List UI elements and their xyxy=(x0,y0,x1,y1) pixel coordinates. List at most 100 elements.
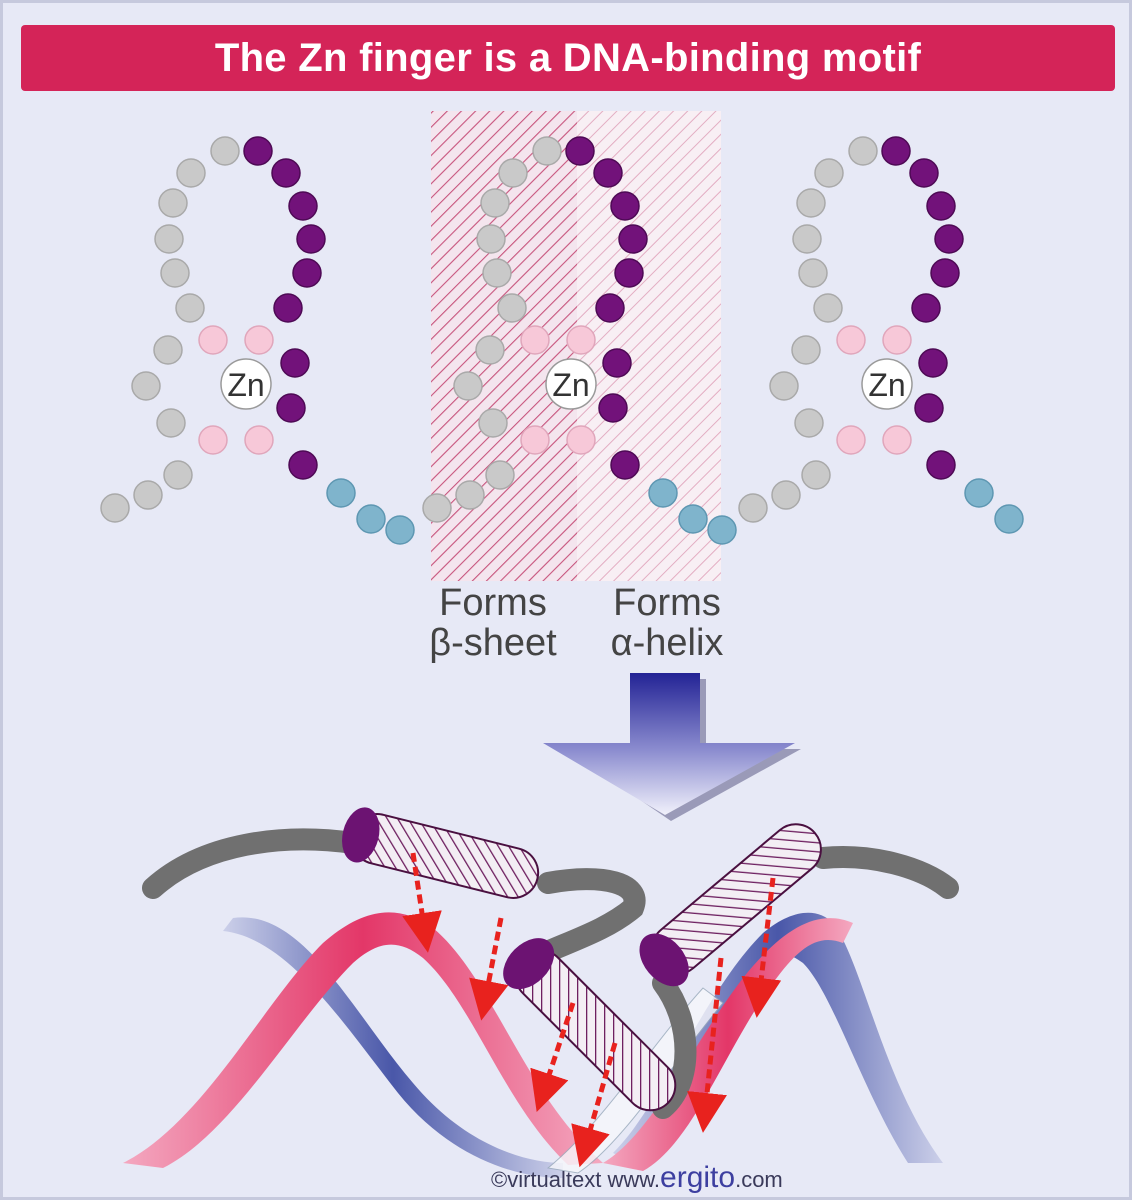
residue-2-2 xyxy=(455,480,485,510)
residue-3-8 xyxy=(798,258,828,288)
residue-3-22 xyxy=(964,478,994,508)
contact-arrow-4 xyxy=(571,1042,618,1168)
residue-2-19 xyxy=(602,348,632,378)
residue-1-23 xyxy=(356,504,386,534)
residue-2-15 xyxy=(610,191,640,221)
residue-2-4 xyxy=(478,408,508,438)
residue-3-12 xyxy=(848,136,878,166)
zn-label-1: Zn xyxy=(227,367,264,403)
zn-atom-2 xyxy=(545,358,597,410)
credit-suffix: .com xyxy=(735,1167,783,1192)
residue-2-13 xyxy=(565,136,595,166)
residue-3-21 xyxy=(926,450,956,480)
residue-2-12 xyxy=(532,136,562,166)
residue-1-14 xyxy=(271,158,301,188)
residue-1-26 xyxy=(244,325,274,355)
residue-2-3 xyxy=(485,460,515,490)
title-bar: The Zn finger is a DNA-binding motif xyxy=(21,25,1115,91)
residue-1-25 xyxy=(198,325,228,355)
alpha-helix-label-line1: Forms xyxy=(613,582,721,624)
residue-1-24 xyxy=(385,515,415,545)
residue-1-21 xyxy=(288,450,318,480)
contact-arrow-5 xyxy=(687,957,727,1133)
residue-1-27 xyxy=(198,425,228,455)
residue-1-6 xyxy=(153,335,183,365)
residue-2-9 xyxy=(476,224,506,254)
residue-1-17 xyxy=(292,258,322,288)
zn-atom-1 xyxy=(220,358,272,410)
residue-2-25 xyxy=(520,325,550,355)
residue-1-13 xyxy=(243,136,273,166)
figure-title: The Zn finger is a DNA-binding motif xyxy=(214,35,922,80)
residue-3-25 xyxy=(836,325,866,355)
residue-2-14 xyxy=(593,158,623,188)
helix-cylinder-1 xyxy=(342,807,540,899)
alpha-helix-label-line2: α-helix xyxy=(610,622,724,664)
residue-3-10 xyxy=(796,188,826,218)
residue-1-28 xyxy=(244,425,274,455)
residue-2-7 xyxy=(497,293,527,323)
residue-3-4 xyxy=(794,408,824,438)
residue-3-16 xyxy=(934,224,964,254)
zn-label-2: Zn xyxy=(552,367,589,403)
residue-3-23 xyxy=(994,504,1024,534)
down-arrow-icon xyxy=(543,673,801,821)
residue-1-19 xyxy=(280,348,310,378)
alpha-helix-label: Forms α-helix xyxy=(585,583,749,663)
residue-3-5 xyxy=(769,371,799,401)
residue-1-3 xyxy=(163,460,193,490)
residue-3-14 xyxy=(909,158,939,188)
residue-1-18 xyxy=(273,293,303,323)
helix-cylinders xyxy=(342,807,822,1112)
residue-1-20 xyxy=(276,393,306,423)
beta-sheet-label-line1: Forms xyxy=(439,582,547,624)
residue-1-11 xyxy=(176,158,206,188)
residue-2-1 xyxy=(422,493,452,523)
residue-1-16 xyxy=(296,224,326,254)
residue-3-28 xyxy=(882,425,912,455)
residue-2-21 xyxy=(610,450,640,480)
residue-3-2 xyxy=(771,480,801,510)
residue-3-1 xyxy=(738,493,768,523)
credit-brand: ergito xyxy=(660,1161,736,1194)
zn-label-3: Zn xyxy=(868,367,905,403)
residue-3-26 xyxy=(882,325,912,355)
residue-3-7 xyxy=(813,293,843,323)
residue-3-18 xyxy=(911,293,941,323)
residue-2-8 xyxy=(482,258,512,288)
residue-2-5 xyxy=(453,371,483,401)
residue-3-3 xyxy=(801,460,831,490)
residue-3-9 xyxy=(792,224,822,254)
residue-2-11 xyxy=(498,158,528,188)
zn-atom-3 xyxy=(861,358,913,410)
residue-3-20 xyxy=(914,393,944,423)
residue-2-26 xyxy=(566,325,596,355)
helix-cylinder-2 xyxy=(503,938,677,1112)
contact-arrow-3 xyxy=(530,1002,576,1112)
zn-finger-diagram: Zn Zn Zn xyxy=(100,111,1024,1178)
residue-3-15 xyxy=(926,191,956,221)
residue-2-10 xyxy=(480,188,510,218)
credit-prefix: ©virtualtext www. xyxy=(491,1167,661,1192)
alpha-helix-region xyxy=(577,111,721,581)
residue-1-9 xyxy=(154,224,184,254)
residue-2-17 xyxy=(614,258,644,288)
contact-arrows xyxy=(402,852,782,1168)
residue-3-17 xyxy=(930,258,960,288)
residue-3-6 xyxy=(791,335,821,365)
beta-sheet-label: Forms β-sheet xyxy=(411,583,575,663)
residue-2-24 xyxy=(707,515,737,545)
residue-1-1 xyxy=(100,493,130,523)
residue-1-7 xyxy=(175,293,205,323)
residue-1-10 xyxy=(158,188,188,218)
residue-3-13 xyxy=(881,136,911,166)
residue-1-12 xyxy=(210,136,240,166)
residue-1-2 xyxy=(133,480,163,510)
residue-1-22 xyxy=(326,478,356,508)
contact-arrow-6 xyxy=(741,877,782,1018)
residue-1-8 xyxy=(160,258,190,288)
residue-2-27 xyxy=(520,425,550,455)
residue-3-19 xyxy=(918,348,948,378)
residue-2-16 xyxy=(618,224,648,254)
